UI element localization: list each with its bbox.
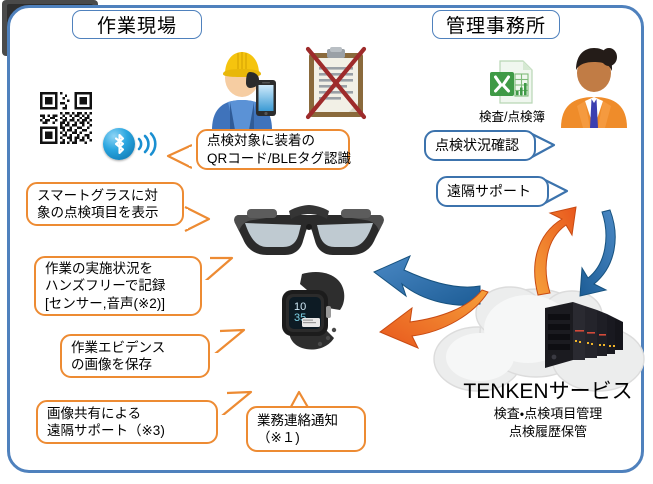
bluetooth-icon (103, 128, 135, 160)
watch-hour: 10 (294, 301, 306, 313)
worker-person-icon (200, 38, 284, 130)
callout-evidence-line-2: の画像を保存 (71, 357, 152, 372)
work-site-label: 作業現場 (96, 16, 177, 37)
callout-image-share-line-2: 遠隔サポート（※3) (47, 423, 165, 438)
arrow-download-orange-icon (378, 288, 490, 350)
callout-tail-image-share (215, 390, 253, 422)
arrow-upload-blue-icon (372, 250, 482, 308)
arrow-up-orange-icon (528, 205, 578, 297)
callout-tail-qr-ble (166, 144, 192, 169)
callout-image-share-support[interactable]: 画像共有による 遠隔サポート（※3) (36, 400, 218, 444)
callout-hands-free-line-3: [センサー,音声(※2)] (45, 295, 166, 311)
callout-inspection-status[interactable]: 点検状況確認 (424, 130, 536, 161)
callout-hands-free-line-1: 作業の実施状況を (45, 261, 153, 277)
management-office-label: 管理事務所 (445, 16, 546, 37)
callout-glass-display-line-2: 象の点検項目を表示 (37, 205, 159, 220)
cloud-service-sub2: 点検履歴保管 (508, 424, 587, 439)
smart-glasses-icon (233, 205, 385, 267)
callout-glass-display[interactable]: スマートグラスに対 象の点検項目を表示 (26, 182, 184, 226)
callout-remote-support-line-1: 遠隔サポート (447, 182, 531, 199)
section-title-work-site: 作業現場 (72, 10, 202, 39)
excel-document-label: 検査/点検簿 (479, 110, 545, 124)
clipboard-crossed-out-icon (305, 45, 367, 121)
qr-code-icon (40, 92, 92, 144)
smart-watch-icon: 10 35 (272, 268, 358, 354)
callout-evidence-line-1: 作業エビデンス (71, 339, 166, 355)
callout-hands-free-line-2: ハンズフリーで記録 (45, 278, 166, 294)
server-rack-icon (543, 300, 629, 372)
callout-evidence-image[interactable]: 作業エビデンス の画像を保存 (60, 334, 210, 378)
callout-notification-line-2: （※１) (257, 430, 300, 445)
excel-document-icon (487, 58, 535, 106)
callout-inspection-status-line-1: 点検状況確認 (435, 136, 519, 153)
cloud-service-sub1: 検査・点検項目管理 (493, 406, 603, 421)
callout-glass-display-line-1: スマートグラスに対 (37, 187, 158, 203)
callout-image-share-line-1: 画像共有による (47, 405, 142, 421)
bluetooth-signal-waves-icon (135, 129, 165, 159)
callout-qr-ble-line-1: 点検対象に装着の (207, 133, 315, 149)
callout-notification-line-1: 業務連絡通知 (257, 412, 338, 428)
callout-hands-free-record[interactable]: 作業の実施状況を ハンズフリーで記録 [センサー,音声(※2)] (34, 256, 202, 316)
callout-tail-evidence (208, 328, 246, 360)
callout-tail-hands-free (200, 256, 234, 286)
callout-qr-ble-line-2: QRコード/BLEタグ認識 (207, 150, 352, 166)
arrow-down-blue-icon (574, 208, 622, 298)
cloud-service-title: TENKENサービス (463, 380, 633, 403)
callout-business-notification[interactable]: 業務連絡通知 （※１) (246, 406, 366, 452)
callout-qr-ble[interactable]: 点検対象に装着の QRコード/BLEタグ認識 (196, 129, 352, 170)
office-person-icon (555, 40, 633, 128)
callout-remote-support[interactable]: 遠隔サポート (436, 176, 549, 207)
callout-tail-glass-display (183, 206, 211, 232)
section-title-management-office: 管理事務所 (432, 10, 560, 39)
